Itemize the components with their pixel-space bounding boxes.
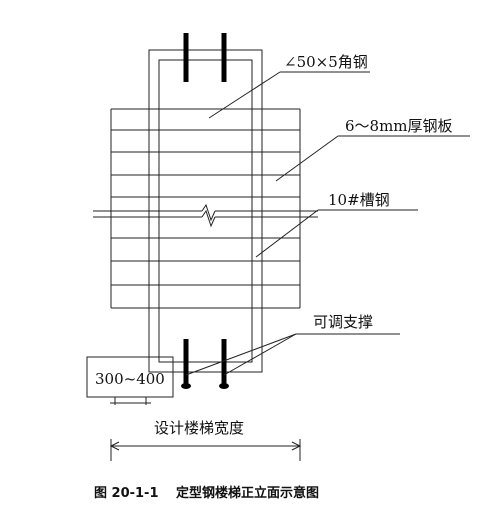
- leader-support-b: [223, 333, 297, 376]
- leader-lines: [185, 71, 470, 376]
- dim-arrow-right: [291, 441, 302, 451]
- leader-channel: [255, 209, 319, 258]
- label-adjustable-support: 可调支撑: [313, 313, 373, 331]
- leader-support-a: [185, 333, 297, 376]
- support-posts: [181, 33, 229, 389]
- dim-arrow-left: [109, 441, 120, 451]
- range-label: 300~400: [95, 370, 165, 388]
- break-line: [93, 203, 318, 228]
- stair-width-dimension: 设计楼梯宽度: [109, 419, 302, 461]
- range-box: 300~400: [86, 356, 174, 405]
- range-box-frame: [86, 356, 174, 398]
- steel-plate-rungs: [110, 108, 301, 309]
- leader-steel-plate: [275, 135, 339, 182]
- label-angle-steel: ∠50×5角钢: [284, 53, 368, 71]
- figure-number: 图 20-1-1: [94, 486, 159, 501]
- figure-title: 定型钢楼梯正立面示意图: [175, 485, 319, 501]
- post-foot-right: [219, 383, 229, 389]
- leader-angle-steel: [208, 71, 281, 119]
- post-foot-left: [181, 383, 191, 389]
- label-steel-plate: 6～8mm厚钢板: [345, 117, 453, 135]
- label-channel-steel: 10#槽钢: [328, 191, 390, 209]
- label-stair-width: 设计楼梯宽度: [154, 419, 244, 437]
